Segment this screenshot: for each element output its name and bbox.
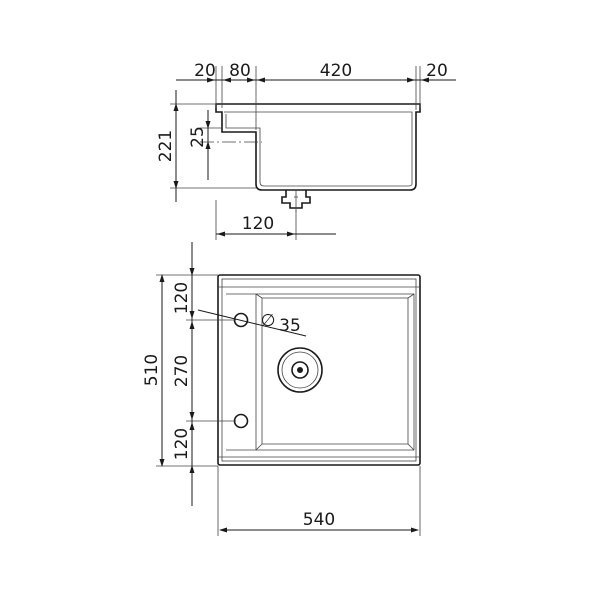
dim-total-width: 540 bbox=[303, 510, 335, 530]
dim-bowl-width: 420 bbox=[320, 61, 352, 81]
dim-drain-offset: 120 bbox=[242, 214, 274, 234]
sink-outline bbox=[217, 274, 421, 466]
dim-depth: 221 bbox=[156, 130, 176, 162]
dim-left-flange: 20 bbox=[194, 61, 216, 81]
tap-hole-bottom-icon bbox=[233, 413, 249, 429]
dim-diameter-symbol: ∅ bbox=[261, 311, 276, 331]
section-view: 20 80 420 20 221 25 120 bbox=[156, 61, 456, 240]
drain-icon bbox=[277, 347, 323, 393]
dim-total-depth: 510 bbox=[142, 354, 162, 386]
dim-hole-spacing: 270 bbox=[172, 355, 192, 387]
sink-profile bbox=[215, 103, 421, 212]
dim-right-flange: 20 bbox=[426, 61, 448, 81]
dim-hole-diameter: 35 bbox=[279, 316, 301, 336]
dim-top-margin: 120 bbox=[172, 282, 192, 314]
dim-bottom-margin: 120 bbox=[172, 428, 192, 460]
plan-view: ∅ 35 120 270 120 510 540 bbox=[142, 242, 421, 536]
dim-shelf-depth: 25 bbox=[188, 126, 208, 148]
dim-shelf-width: 80 bbox=[229, 61, 251, 81]
